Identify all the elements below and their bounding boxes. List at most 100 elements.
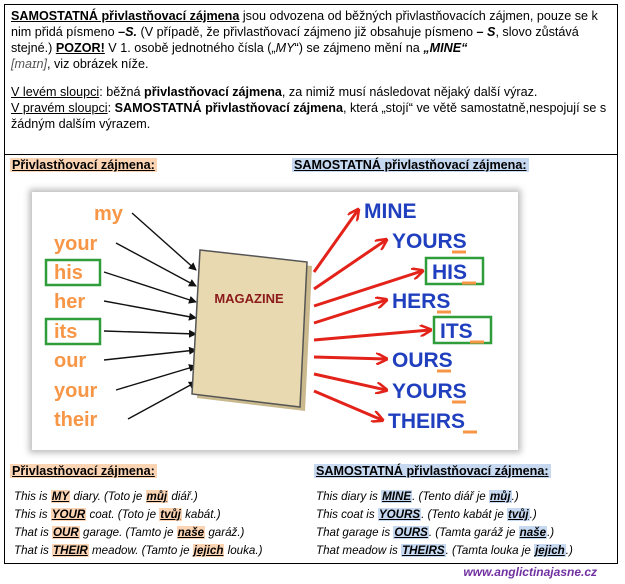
text: OUR [52,526,80,539]
text: , viz obrázek níže. [46,57,149,71]
magazine-book: MAGAZINE [191,249,312,411]
text: , za nimiž musí následovat nějaký další … [281,85,538,99]
text: : [522,158,527,172]
example-sentence: That meadow is THEIRS. (Tamta louka je j… [316,542,573,560]
warning-label: POZOR! [55,41,105,55]
text: .) [529,508,537,521]
right-arrow [313,389,382,420]
text: Přivlastňovací zájmena [12,158,151,172]
text: THEIR [52,544,89,557]
text: , která „stojí“ ve větě samostatně,nespo… [11,101,607,131]
text: kabát.) [181,508,221,521]
left-pronoun-his: his [54,262,83,284]
right-arrow [313,330,430,342]
phonetic: [maɪn] [11,57,47,71]
magazine-label: MAGAZINE [214,291,284,306]
text: meadow. (Tamto je [88,544,193,557]
text: That is [14,526,53,539]
text: . (Tento diář je [412,490,489,503]
text: naše [518,526,548,539]
text: SAMOSTATNÁ přivlastňovací zájmena [316,464,545,478]
text: garage. (Tamto je [79,526,177,539]
highlight-box [424,256,485,286]
text: coat. (Toto je [86,508,160,521]
text: diary. (Toto je [70,490,146,503]
left-pronoun-our: our [54,350,86,372]
text: V pravém sloupci [11,101,108,115]
text: : [107,101,115,115]
example-sentence: This diary is MINE. (Tento diář je můj.) [316,488,573,506]
example-sentence: That garage is OURS. (Tamta garáž je naš… [316,524,573,542]
example-sentence: That is OUR garage. (Tamto je naše garáž… [14,524,262,542]
text: : [544,464,549,478]
text: V 1. osobě jednotného čísla („ [104,41,276,55]
example-sentence: This is YOUR coat. (Toto je tvůj kabát.) [14,506,262,524]
right-arrow [313,300,386,325]
term-samostatna: SAMOSTATNÁ přivlastňovací zájmena [11,9,240,23]
example-sentence: That is THEIR meadow. (Tamto je jejich l… [14,542,262,560]
intro-paragraph-1: SAMOSTATNÁ přivlastňovací zájmena jsou o… [11,8,611,72]
left-arrow [103,346,197,361]
text: That garage is [316,526,394,539]
intro-paragraph-3: V pravém sloupci: SAMOSTATNÁ přivlastňov… [11,100,611,132]
text: This is [14,508,51,521]
column-heading-left: Přivlastňovací zájmena: [10,158,157,172]
text: MY [275,41,295,55]
text: That is [14,544,53,557]
right-pronoun-hers: HERS [392,290,450,313]
text: , slovo zůstává stejné.) [11,25,579,55]
text: naše [176,526,206,539]
text: můj [145,490,169,503]
left-pronoun-its: its [54,321,77,343]
left-arrow [115,364,197,391]
text: That meadow is [316,544,402,557]
intro-paragraph-2: V levém sloupci: běžná přivlastňovací zá… [11,84,611,100]
examples-heading-left: Přivlastňovací zájmena: [10,464,157,478]
right-arrow [313,271,422,308]
text: tvůj [159,508,182,521]
text: “) se zájmeno mění na [294,41,424,55]
right-pronoun-ours: OURS [392,349,453,372]
text: přivlastňovací zájmena [144,85,282,99]
text: – S [476,25,496,39]
right-arrow [313,240,386,291]
right-pronoun-mine: MINE [364,200,417,223]
column-heading-right: SAMOSTATNÁ přivlastňovací zájmena: [292,158,529,172]
examples-heading-right: SAMOSTATNÁ přivlastňovací zájmena: [314,464,551,478]
text: : [150,158,155,172]
text: This diary is [316,490,382,503]
text: garáž.) [205,526,245,539]
example-sentence: This coat is YOURS. (Tento kabát je tvůj… [316,506,573,524]
right-pronoun-theirs: THEIRS [388,410,465,433]
text: MY [50,490,71,503]
right-pronoun-yours: YOURS [392,230,467,253]
left-pronoun-your: your [54,380,98,402]
text: THEIRS [401,544,446,557]
text: tvůj [507,508,530,521]
left-arrow [115,242,197,287]
footer-url: www.anglictinajasne.cz [463,565,597,579]
text: jejich [534,544,566,557]
text: This is [14,490,51,503]
text: . (Tamta garáž je [428,526,519,539]
text: .) [547,526,555,539]
right-arrow [312,210,358,273]
text: –S. [118,25,138,39]
text: . (Tento kabát je [421,508,508,521]
text: SAMOSTATNÁ přivlastňovací zájmena [294,158,523,172]
intro-text: SAMOSTATNÁ přivlastňovací zájmena jsou o… [5,5,617,155]
text: : běžná [99,85,145,99]
right-pronoun-its: ITS [440,320,473,343]
left-arrow [103,329,197,338]
text: (V případě, že přivlastňovací zájmeno ji… [137,25,477,39]
text: MINE [381,490,413,503]
text: diář.) [168,490,198,503]
right-arrow [313,372,386,390]
text: jsou odvozena od běžných přivlastňovacíc… [11,9,598,39]
text: SAMOSTATNÁ přivlastňovací zájmena [114,101,343,115]
right-pronoun-yours: YOURS [392,380,467,403]
highlight-box [44,317,102,346]
left-pronoun-your: your [54,233,98,255]
left-arrow [131,212,197,271]
left-pronoun-their: their [54,409,98,431]
